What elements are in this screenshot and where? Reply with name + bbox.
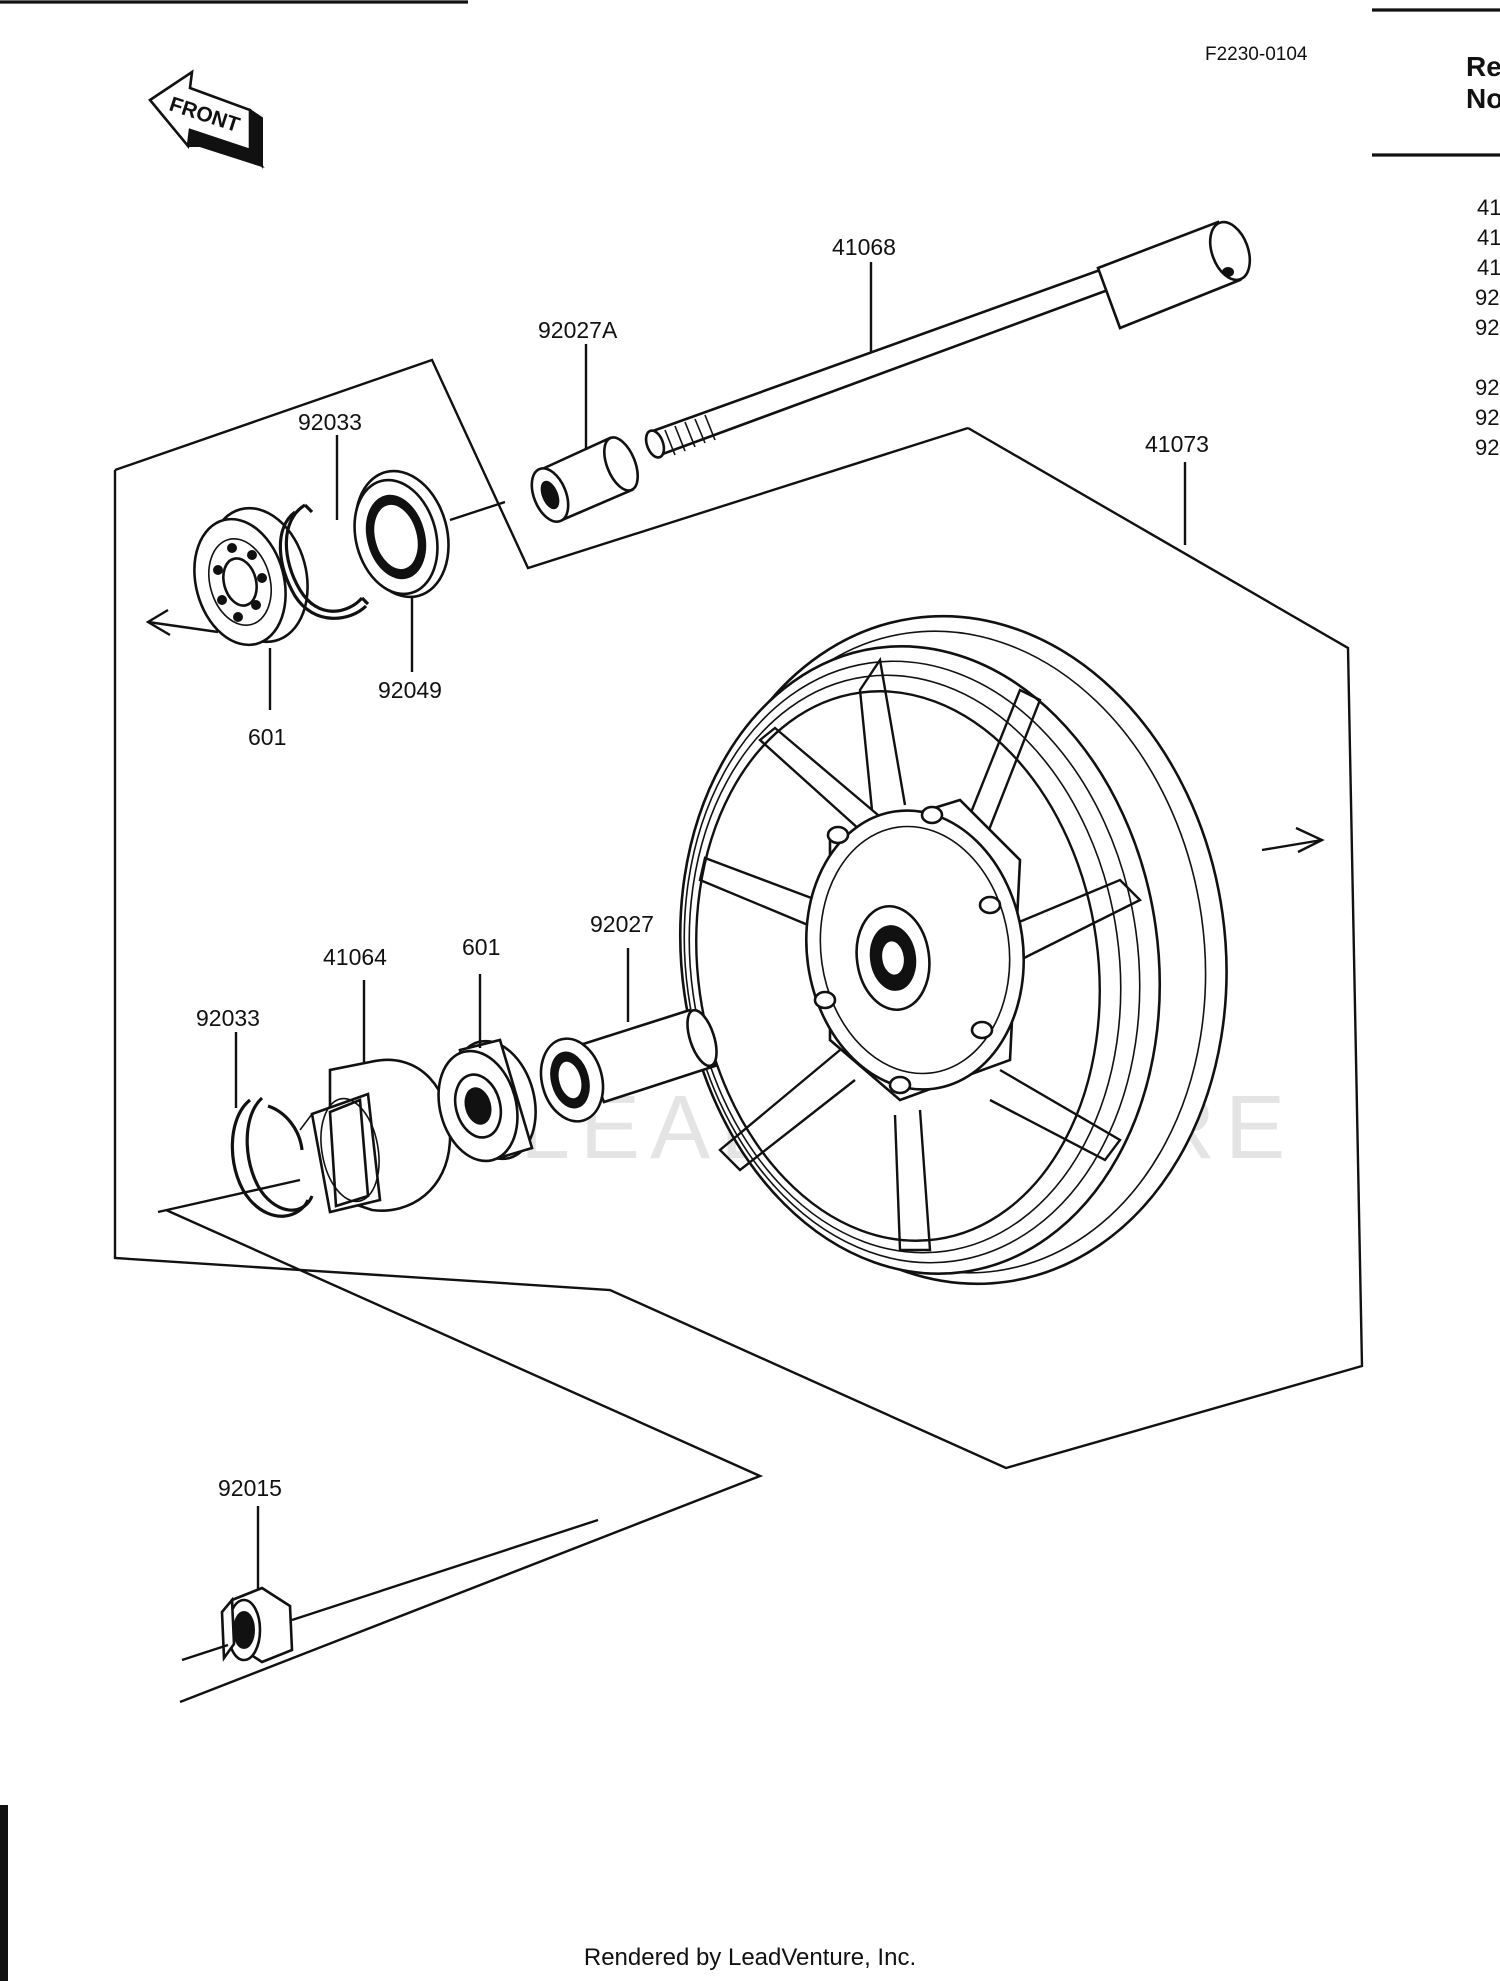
collar-part xyxy=(539,1008,718,1123)
callout-92049: 92049 xyxy=(378,677,442,703)
leader-lines xyxy=(234,262,1187,1590)
side-ref: 41 xyxy=(1477,225,1500,250)
collar-a-part xyxy=(530,436,639,523)
callout-92033-upper: 92033 xyxy=(298,409,362,435)
callout-601-upper: 601 xyxy=(248,724,286,750)
side-header-line2: No xyxy=(1466,83,1500,114)
callout-41064: 41064 xyxy=(323,944,387,970)
coupling-part xyxy=(299,1058,452,1214)
front-arrow-icon: FRONT xyxy=(148,69,265,169)
upper-bearing-part xyxy=(193,506,309,647)
lower-circlip-part xyxy=(230,1096,314,1218)
callout-41073: 41073 xyxy=(1145,431,1209,457)
direction-arrow-left xyxy=(145,608,219,637)
footer-credit: Rendered by LeadVenture, Inc. xyxy=(583,1944,917,1971)
bearing-balls xyxy=(213,543,267,622)
side-header-line1: Re xyxy=(1466,51,1500,82)
side-ref: 92 xyxy=(1475,435,1499,460)
side-ref: 92 xyxy=(1475,405,1499,430)
callout-601-lower: 601 xyxy=(462,934,500,960)
bolt-holes xyxy=(813,805,1002,1095)
side-ref: 92 xyxy=(1475,285,1499,310)
lower-bearing-part xyxy=(437,1038,537,1163)
assembly-outline xyxy=(113,358,1364,1704)
wheel-spokes xyxy=(698,656,1143,1252)
axle-nut-part xyxy=(181,1518,599,1664)
callout-92027a: 92027A xyxy=(538,317,618,343)
side-ref: 41 xyxy=(1477,195,1500,220)
figure-code: F2230-0104 xyxy=(1205,44,1308,65)
callout-92033-lower: 92033 xyxy=(196,1005,260,1031)
side-ref-list: 41 41 41 92 92 92 92 92 xyxy=(1475,195,1500,460)
axle-part xyxy=(644,220,1252,459)
callout-41068: 41068 xyxy=(832,234,896,260)
callout-92015: 92015 xyxy=(218,1475,282,1501)
callout-92027: 92027 xyxy=(590,911,654,937)
upper-circlip-part xyxy=(278,503,370,620)
side-ref: 92 xyxy=(1475,315,1499,340)
side-ref: 92 xyxy=(1475,375,1499,400)
oil-seal-part xyxy=(353,469,450,599)
direction-arrow-right xyxy=(1261,826,1325,854)
side-ref: 41 xyxy=(1477,255,1500,280)
wheel-part xyxy=(678,614,1228,1286)
